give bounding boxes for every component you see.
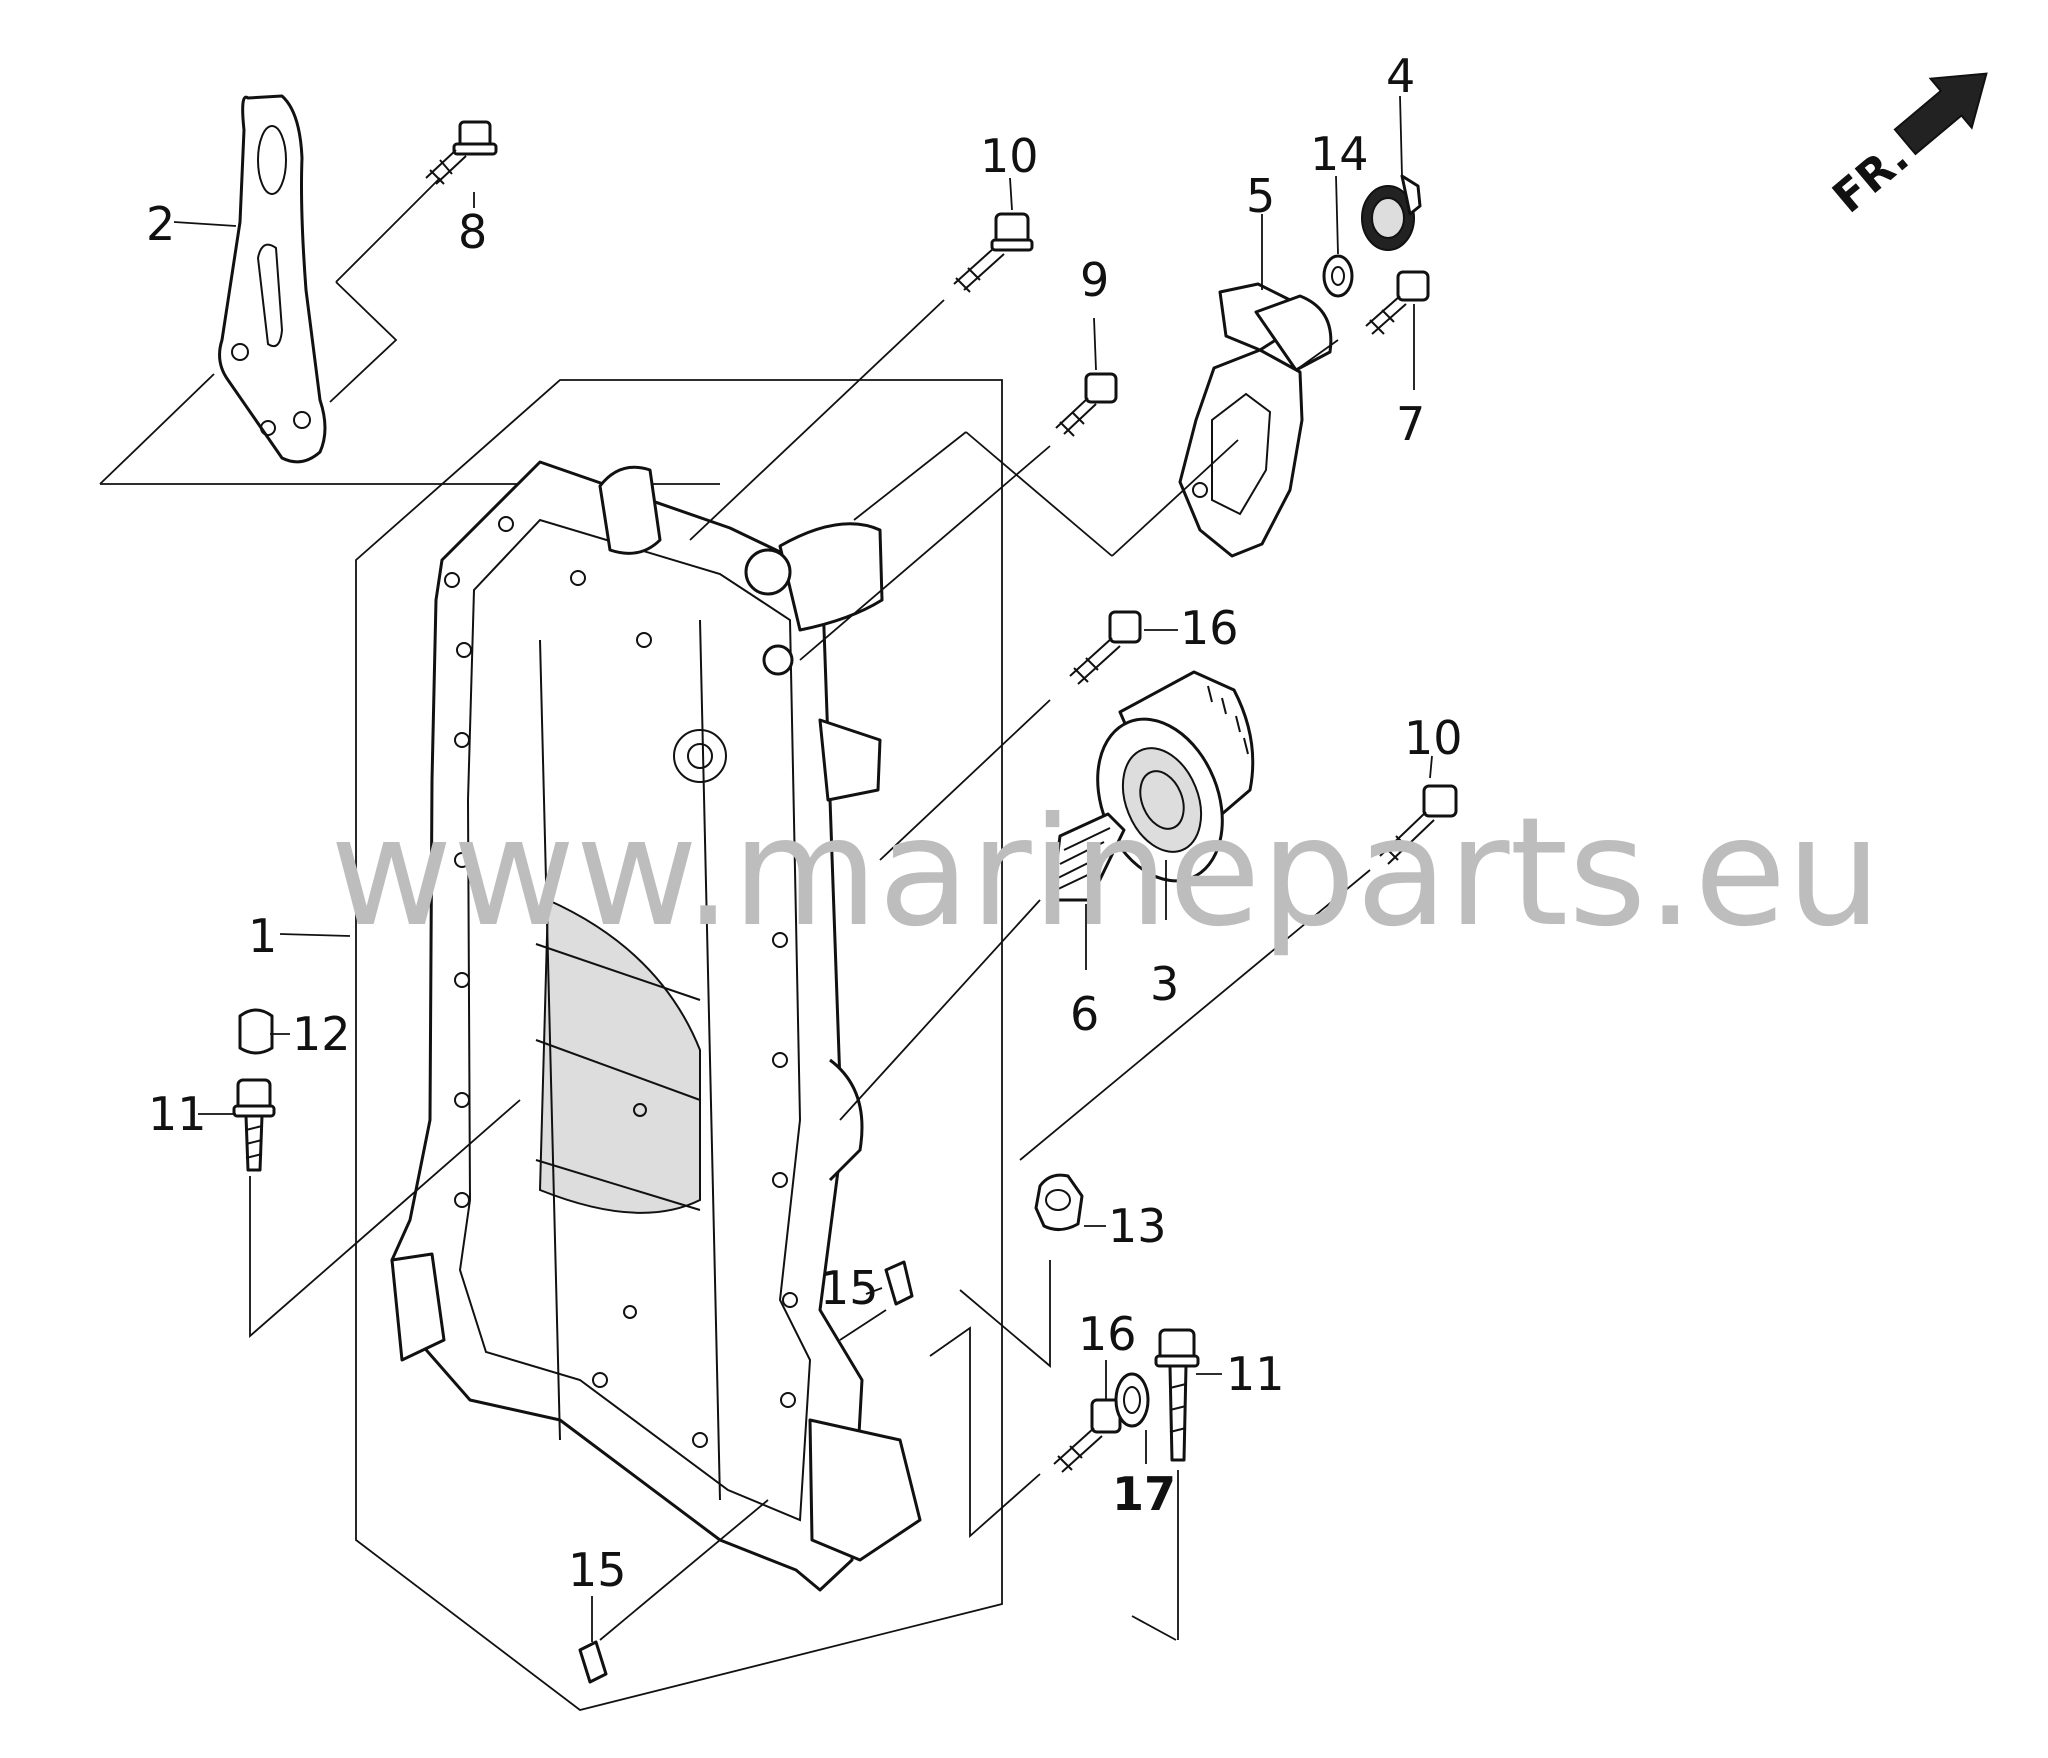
guide-line (799, 445, 1051, 661)
main-assembly-outline (355, 379, 1003, 1711)
callout-16-upper: 16 (1180, 601, 1239, 655)
frame-bolt-holes (444, 516, 798, 1448)
bolt-part-10-top (953, 212, 1034, 293)
bolt-part-9 (1055, 372, 1118, 437)
cap-part-12 (238, 1008, 274, 1055)
guide-line (99, 373, 215, 485)
carrier-body-part-1 (390, 460, 922, 1592)
dowel-part-15-bottom (578, 1640, 608, 1684)
callout-2: 2 (146, 197, 175, 251)
nut-part-13 (1034, 1173, 1084, 1231)
guide-line (329, 281, 398, 403)
guide-line (1131, 1615, 1177, 1641)
callout-5: 5 (1246, 169, 1275, 223)
callout-17: 17 (1112, 1467, 1176, 1521)
guide-line (965, 431, 1113, 557)
callout-7: 7 (1396, 397, 1425, 451)
bolt-part-8 (425, 120, 498, 185)
callout-3: 3 (1150, 957, 1179, 1011)
bolt-part-7 (1365, 270, 1430, 335)
callout-9: 9 (1080, 253, 1109, 307)
guide-line (959, 1260, 1051, 1368)
callout-11-left: 11 (148, 1087, 207, 1141)
bolt-part-11-left (232, 1078, 276, 1172)
bolt-part-16-lower (1053, 1398, 1122, 1473)
nipple-part-6 (1050, 812, 1126, 902)
guide-line (689, 299, 945, 541)
bolt-part-10-right (1379, 784, 1458, 865)
washer-part-14 (1322, 254, 1354, 298)
bracket-part-2 (218, 94, 327, 464)
guide-line (879, 699, 1051, 861)
callout-12: 12 (292, 1007, 351, 1061)
callout-15-right: 15 (820, 1261, 879, 1315)
guide-line (929, 1326, 1041, 1538)
callout-10-top: 10 (980, 129, 1039, 183)
callout-6: 6 (1070, 987, 1099, 1041)
washer-part-17 (1114, 1372, 1150, 1428)
guide-line (1295, 339, 1339, 371)
dowel-part-15-right (884, 1260, 914, 1306)
housing-part-5 (1178, 282, 1333, 558)
front-direction-label: FR. (1823, 132, 1918, 223)
oil-filter-part-3 (1096, 670, 1255, 883)
callout-4: 4 (1386, 49, 1415, 103)
watermark-text: www.marineparts.eu (330, 786, 1882, 960)
guide-line (853, 431, 967, 521)
callout-11-right: 11 (1226, 1347, 1285, 1401)
callout-13: 13 (1108, 1199, 1167, 1253)
callout-numbers: 1 2 3 4 5 6 7 8 9 10 10 11 11 12 13 14 1… (146, 49, 1463, 1597)
guide-line (839, 1309, 887, 1341)
callout-8: 8 (458, 205, 487, 259)
leader-lines (173, 95, 1433, 1642)
callout-14: 14 (1310, 127, 1369, 181)
guide-line (839, 899, 1041, 1121)
guide-line (599, 1499, 769, 1641)
guide-line (1111, 439, 1239, 557)
callout-10-right: 10 (1404, 711, 1463, 765)
callout-16-lower: 16 (1078, 1307, 1137, 1361)
guide-line (1019, 869, 1371, 1161)
guide-line (249, 1099, 521, 1338)
guide-line (335, 177, 441, 283)
washer-hole (1331, 266, 1345, 286)
bolt-part-16-upper (1069, 610, 1142, 685)
cap-part-4 (1361, 174, 1422, 251)
callout-15-bottom: 15 (568, 1543, 627, 1597)
front-direction-arrow: FR. (1823, 72, 1988, 223)
callout-1: 1 (248, 909, 277, 963)
bolt-part-11-right (1154, 1328, 1200, 1462)
